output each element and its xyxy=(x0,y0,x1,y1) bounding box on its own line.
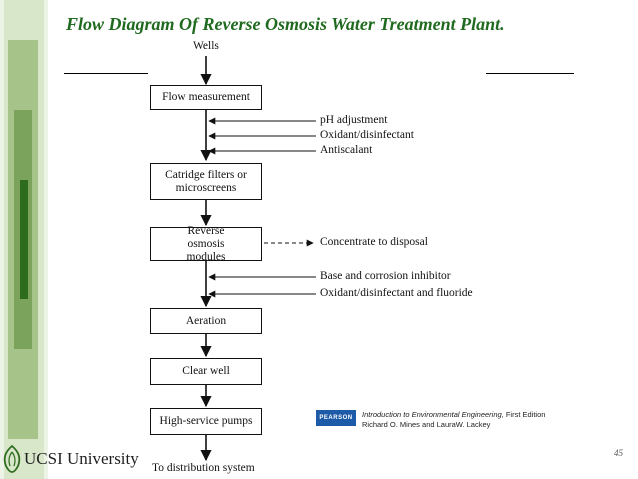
title-rule-left xyxy=(64,73,148,74)
label-base-corrosion-inhibitor: Base and corrosion inhibitor xyxy=(320,270,451,282)
source-wells-label: Wells xyxy=(193,40,219,52)
box-flow-measurement: Flow measurement xyxy=(150,85,262,110)
ucsi-logo-text: UCSI University xyxy=(24,449,139,468)
left-stripe-dark xyxy=(20,180,28,299)
reference-edition: , First Edition xyxy=(501,410,546,419)
reference-citation: Introduction to Environmental Engineerin… xyxy=(362,410,545,430)
box-clear-well: Clear well xyxy=(150,358,262,385)
box-cartridge-filters: Catridge filters or microscreens xyxy=(150,163,262,200)
pearson-logo-icon: PEARSON xyxy=(316,410,356,426)
box-reverse-osmosis: Reverse osmosis modules xyxy=(150,225,262,263)
label-concentrate-disposal: Concentrate to disposal xyxy=(320,236,428,248)
ucsi-logo-icon xyxy=(3,444,21,473)
label-oxidant-fluoride: Oxidant/disinfectant and fluoride xyxy=(320,287,473,299)
label-distribution-system: To distribution system xyxy=(152,462,255,474)
box-high-service-pumps: High-service pumps xyxy=(150,408,262,435)
label-antiscalant: Antiscalant xyxy=(320,144,373,156)
ucsi-logo: UCSI University xyxy=(0,444,139,474)
page-number: 45 xyxy=(614,448,623,458)
reference-authors: Richard O. Mines and LauraW. Lackey xyxy=(362,420,491,429)
box-aeration: Aeration xyxy=(150,308,262,334)
reference-book-title: Introduction to Environmental Engineerin… xyxy=(362,410,502,419)
label-ph-adjustment: pH adjustment xyxy=(320,114,388,126)
slide-title: Flow Diagram Of Reverse Osmosis Water Tr… xyxy=(66,14,505,34)
title-rule-right xyxy=(486,73,574,74)
label-oxidant-disinfectant: Oxidant/disinfectant xyxy=(320,129,414,141)
